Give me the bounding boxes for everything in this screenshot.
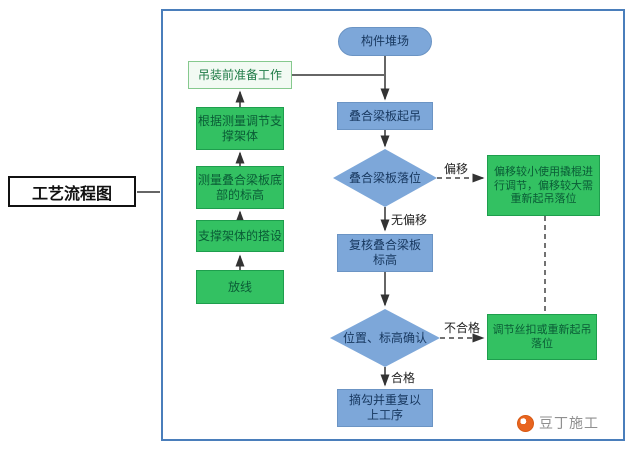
docin-logo-icon <box>517 414 534 432</box>
node-erect-support-frame: 支撑架体的搭设 <box>196 220 284 252</box>
node-recheck-elevation: 复核叠合梁板标高 <box>337 234 433 272</box>
edge-label-no-deviation: 无偏移 <box>391 213 428 227</box>
node-adjust-screw-relift: 调节丝扣或重新起吊落位 <box>487 314 597 360</box>
edge-label-deviation: 偏移 <box>444 162 469 176</box>
node-deviation-fix: 偏移较小使用撬棍进行调节，偏移较大需重新起吊落位 <box>487 155 600 216</box>
node-measure-elevation: 测量叠合梁板底部的标高 <box>196 166 284 209</box>
watermark: 豆丁施工 <box>517 413 599 433</box>
node-unhook-repeat: 摘勾并重复以上工序 <box>337 389 433 427</box>
edge-label-fail: 不合格 <box>444 321 481 335</box>
node-set-out-lines: 放线 <box>196 270 284 304</box>
node-adjust-support-frame: 根据测量调节支撑架体 <box>196 107 284 150</box>
diagram-title: 工艺流程图 <box>31 183 112 203</box>
diagram-title-box: 工艺流程图 <box>8 176 136 207</box>
node-lift-slab: 叠合梁板起吊 <box>337 102 433 130</box>
node-prep-work: 吊装前准备工作 <box>188 61 292 89</box>
node-start-stockyard: 构件堆场 <box>338 27 432 56</box>
edge-label-pass: 合格 <box>391 371 416 385</box>
watermark-text: 豆丁施工 <box>539 416 599 432</box>
